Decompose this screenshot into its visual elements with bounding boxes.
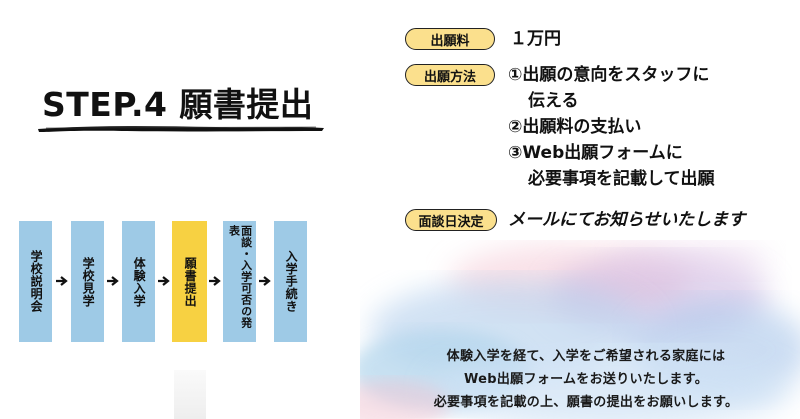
arrow-right-icon: [259, 276, 271, 286]
method-line: ③Web出願フォームに: [508, 143, 683, 163]
flow-step-label: 入学手続き: [284, 250, 299, 313]
watercolor-background: [360, 242, 800, 419]
flow-step-school-visit: 学校見学: [71, 221, 104, 342]
flow-step-label: 学校説明会: [29, 250, 44, 313]
flow-step-enrollment-procedure: 入学手続き: [274, 221, 307, 342]
page-title: STEP.4 願書提出: [42, 85, 314, 124]
flow-step-trial-enrollment: 体験入学: [122, 221, 155, 342]
method-line: 必要事項を記載して出願: [528, 169, 715, 189]
arrow-right-icon: [56, 276, 68, 286]
flow-step-interview-result: 面談・入学可否の発表: [223, 221, 256, 342]
arrow-right-icon: [209, 276, 221, 286]
method-line: ②出願料の支払い: [508, 117, 642, 137]
method-line: ①出願の意向をスタッフに: [508, 65, 710, 85]
note-line: Web出願フォームをお送りいたします。: [463, 372, 708, 387]
flow-step-label: 面談・入学可否の発表: [227, 225, 253, 329]
flow-step-school-briefing: 学校説明会: [19, 221, 52, 342]
arrow-right-icon: [107, 276, 119, 286]
interview-value: メールにてお知らせいたします: [508, 210, 746, 230]
interview-badge: 面談日決定: [405, 209, 497, 231]
method-badge: 出願方法: [405, 64, 495, 86]
flow-step-label: 学校見学: [81, 256, 96, 307]
arrow-right-icon: [158, 276, 170, 286]
note-line: 体験入学を経て、入学をご希望される家庭には: [446, 349, 726, 364]
title-brush-underline: [38, 126, 324, 132]
fee-badge: 出願料: [405, 28, 495, 50]
method-line: 伝える: [528, 91, 579, 111]
decorative-fade: [174, 370, 206, 419]
fee-value: １万円: [510, 29, 561, 49]
flow-step-application-current: 願書提出: [172, 221, 207, 342]
note-line: 必要事項を記載の上、願書の提出をお願いします。: [433, 395, 739, 410]
flow-step-label: 願書提出: [183, 256, 198, 307]
flow-step-label: 体験入学: [132, 256, 147, 307]
